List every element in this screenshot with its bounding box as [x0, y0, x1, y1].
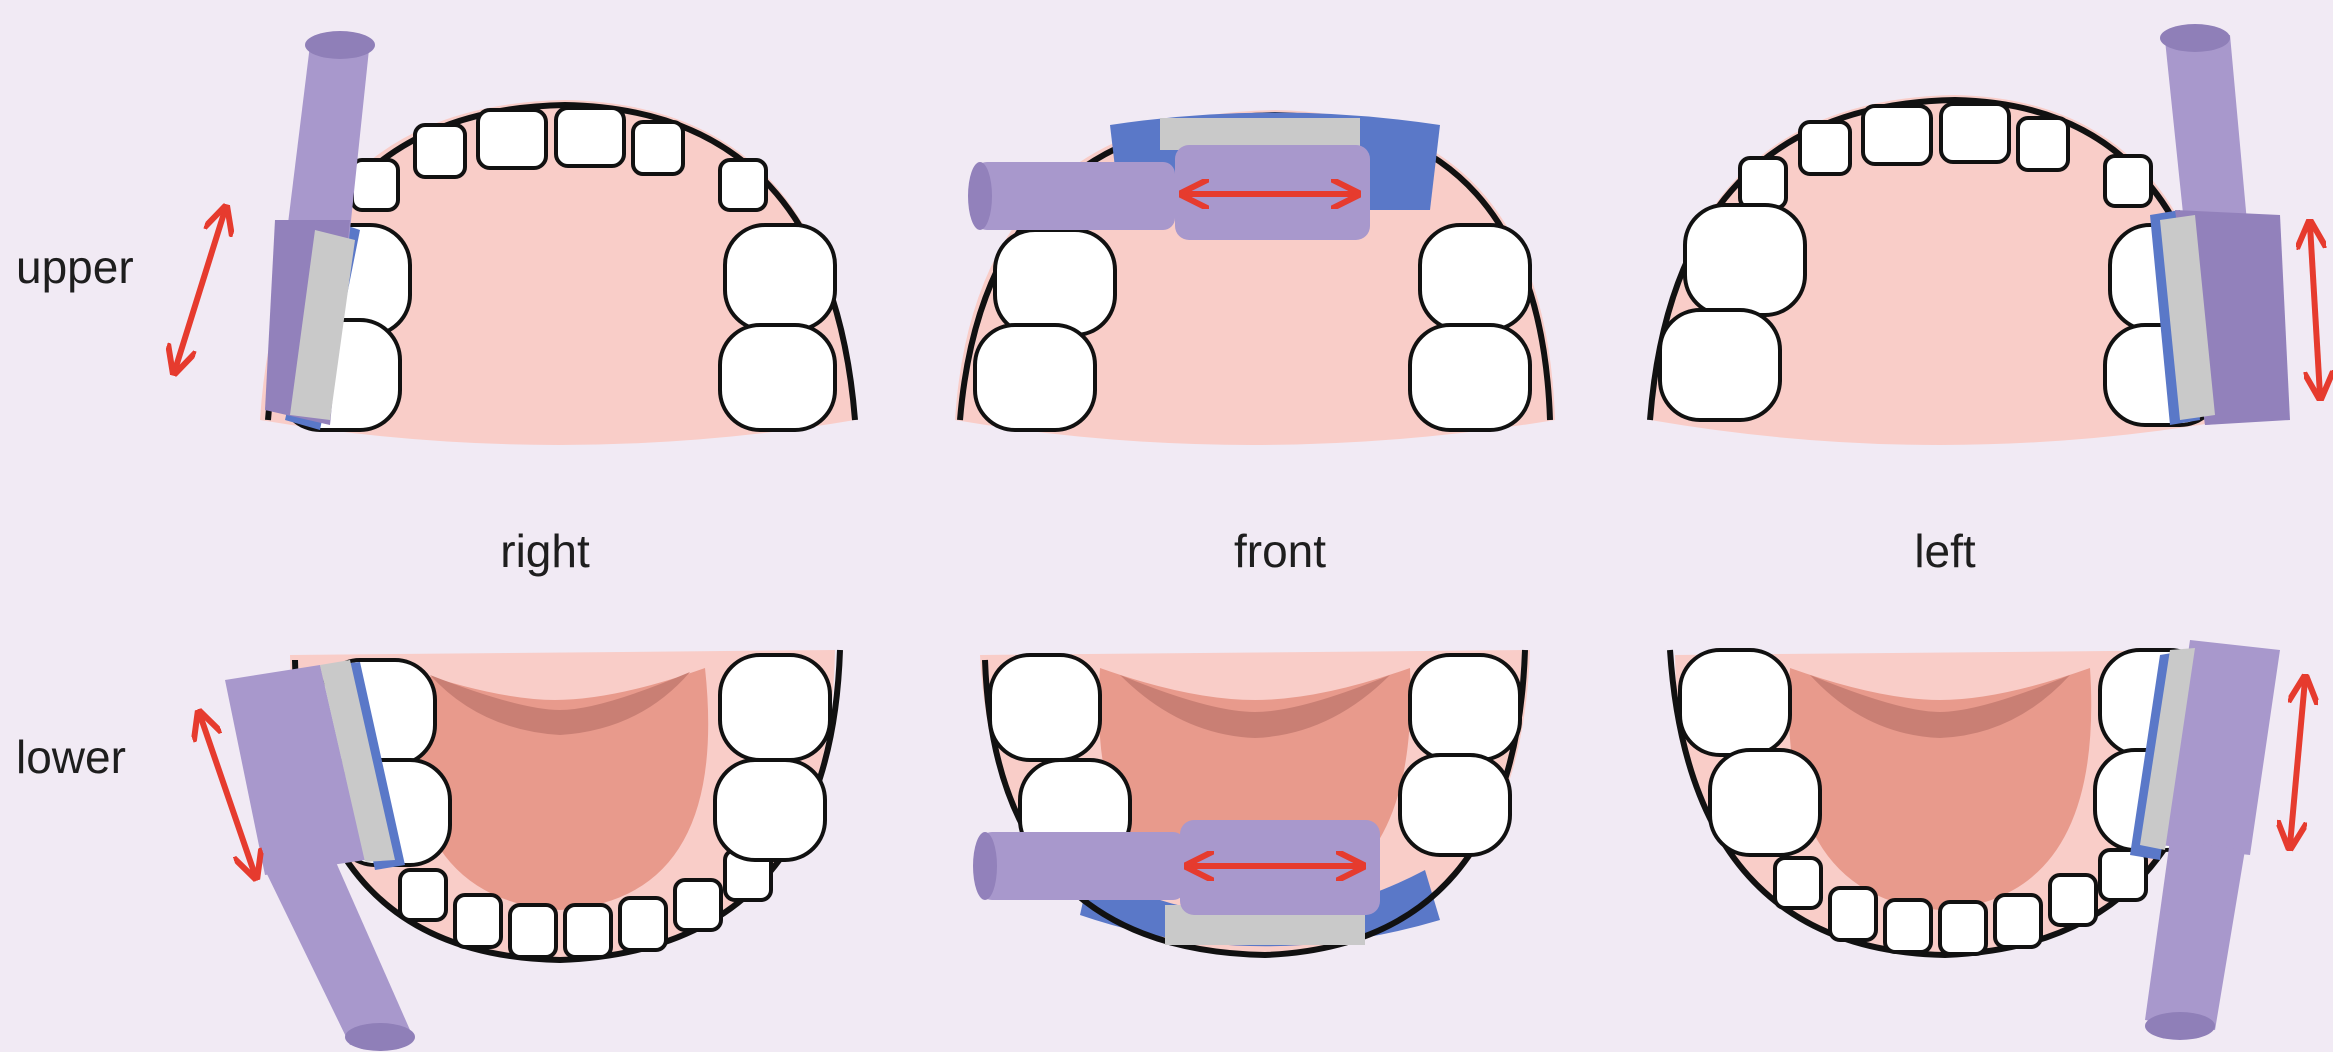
row-label-upper: upper: [16, 244, 134, 290]
column-label-right: right: [0, 528, 1090, 574]
row-label-lower: lower: [16, 734, 126, 780]
up-down-arrow: [2310, 225, 2320, 395]
upper-front-panel: [955, 110, 1555, 445]
column-label-front: front: [1080, 528, 1480, 574]
up-down-arrow: [175, 210, 225, 370]
up-down-arrow: [2290, 680, 2305, 845]
upper-molars-right: [975, 230, 1115, 430]
lower-front-panel: [973, 650, 1530, 955]
upper-right-panel: [175, 31, 855, 445]
column-label-left: left: [1745, 528, 2145, 574]
toothbrush: [2160, 24, 2290, 425]
lower-left-panel: [1670, 640, 2305, 1040]
upper-left-panel: [1650, 24, 2320, 445]
lower-right-panel: [200, 650, 840, 1051]
